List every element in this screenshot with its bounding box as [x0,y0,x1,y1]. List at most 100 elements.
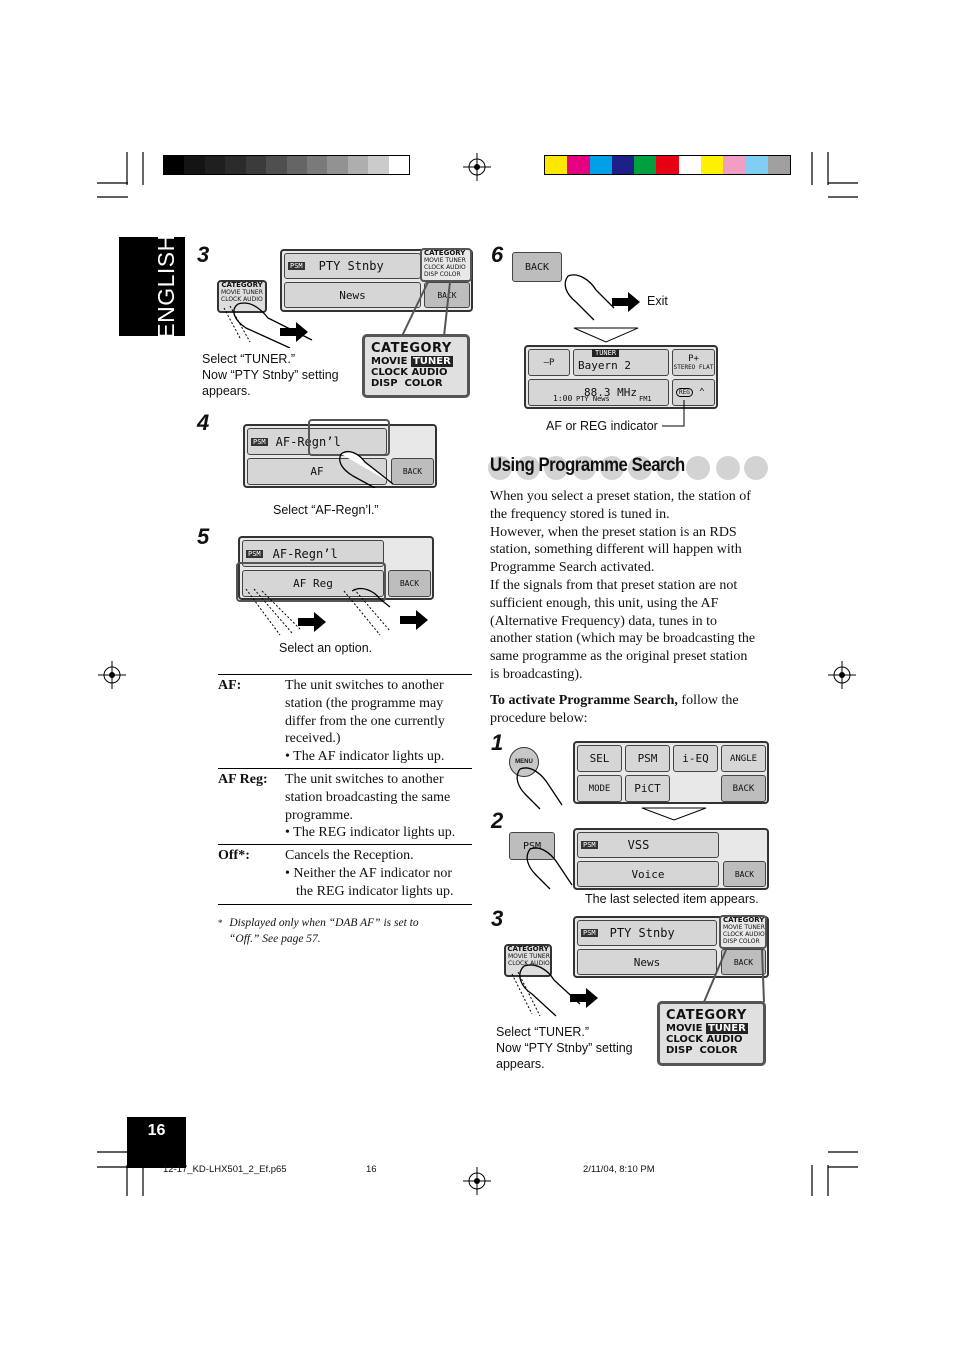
color-swatch [347,156,369,174]
color-swatch [245,156,267,174]
step-caption: Select “TUNER.” Now “PTY Stnby” setting … [202,351,339,399]
menu-key-sel[interactable]: SEL [577,745,622,772]
body-line: sufficient enough, this unit, using the … [490,595,719,611]
color-swatch [767,156,790,174]
zoom-item: MOVIE [371,356,408,367]
category-title: CATEGORY [723,916,765,924]
footer-page: 16 [366,1164,377,1175]
pty-label: PTY News [576,395,610,403]
category-key-small[interactable]: CATEGORY MOVIE TUNER CLOCK AUDIO [504,944,552,977]
category-key-line: MOVIE TUNER [221,289,263,296]
psm-label: PSM [246,549,263,558]
lcd-screen: PSM AF-Regn’l AF Reg BACK [238,536,434,600]
screen-title: PTY Stnby [609,926,675,940]
down-arrow-icon [573,327,639,343]
zoom-lines [703,949,765,1003]
color-swatch [678,156,701,174]
psm-key[interactable]: PSM [509,832,555,860]
option-desc: station broadcasting the same [285,789,451,805]
step-number: 4 [197,410,210,435]
tuner-screen: –P TUNER Bayern 2 P+ STEREO FLAT 88.3 MH… [524,345,718,409]
menu-key-mode[interactable]: MODE [577,775,622,802]
screen-title: VSS [627,838,650,852]
eq-label: STEREO FLAT [673,364,714,371]
sub-key[interactable]: News [577,949,717,975]
option-term: AF Reg: [218,771,268,787]
back-button[interactable]: BACK [721,949,766,975]
preset-down-button[interactable]: –P [528,349,570,376]
back-button[interactable]: BACK [391,458,434,485]
category-key-small[interactable]: CATEGORY MOVIE TUNER CLOCK AUDIO [217,280,267,313]
color-swatch [266,156,287,174]
step-caption: Select “AF-Regn’l.” [273,503,379,517]
zoom-item: CLOCK [371,367,408,378]
body-text: When you select a preset station, the st… [490,488,772,727]
category-title: CATEGORY [424,249,466,257]
option-bullet: The AF indicator lights up. [293,749,445,765]
color-swatch [589,156,612,174]
back-button[interactable]: BACK [721,775,766,802]
back-button[interactable]: BACK [388,570,431,597]
back-button[interactable]: BACK [512,252,562,282]
key-label: i-EQ [682,752,709,765]
menu-button[interactable]: MENU [509,747,539,777]
body-line: If the signals from that preset station … [490,577,738,593]
arrow-right-icon [400,610,428,630]
footnote-text: Displayed only when “DAB AF” is set to [229,917,419,929]
clock: 1:00 [553,394,573,403]
language-tab-label: ENGLISH [152,234,179,339]
body-line: However, when the preset station is an R… [490,524,737,540]
sub-key[interactable]: Voice [577,861,719,887]
psm-label: PSM [581,929,598,937]
category-line: CLOCK AUDIO [723,931,765,938]
gray-scale-bars [163,155,410,175]
key-label: PiCT [634,782,661,795]
back-label: BACK [733,957,754,967]
menu-screen: SEL PSM i-EQ ANGLE MODE PiCT BACK [573,741,769,804]
option-desc: The unit switches to another [285,678,444,693]
option-desc: station (the programme may [285,695,444,711]
band-label: FM1 [639,395,652,403]
finger-icon [223,302,313,348]
zoom-item: DISP [371,378,398,389]
color-swatch [656,156,679,174]
reg-indicator: REG [676,388,693,397]
arrow-right-icon [570,988,598,1008]
title-key[interactable]: PSM PTY Stnby [284,253,421,279]
sub-key[interactable]: News [284,282,421,308]
page-number: 16 [147,1122,166,1139]
menu-key-pict[interactable]: PiCT [625,775,670,802]
body-line: Programme Search activated. [490,560,655,576]
option-bullet: the REG indicator lights up. [296,883,454,899]
preset-up-button[interactable]: P+ STEREO FLAT [672,349,715,376]
back-button[interactable]: BACK [723,861,766,887]
options-table: AF: The unit switches to another station… [218,674,472,905]
sub-key[interactable]: AF Reg [242,570,384,597]
body-line: the frequency stored is tuned in. [490,506,670,522]
color-swatch [225,156,246,174]
title-key[interactable]: PSM PTY Stnby [577,920,717,946]
color-swatch [567,156,590,174]
title-key[interactable]: PSM VSS [577,832,719,858]
menu-key-angle[interactable]: ANGLE [721,745,766,772]
highlight-box: CATEGORY MOVIE TUNER CLOCK AUDIO DISP CO… [420,248,472,282]
color-swatch [723,156,746,174]
option-term: AF: [218,678,242,693]
highlight-box: CATEGORY MOVIE TUNER CLOCK AUDIO DISP CO… [719,915,767,949]
arrow-right-icon [298,612,326,632]
exit-label: Exit [647,294,668,308]
menu-key-psm[interactable]: PSM [625,745,670,772]
finger-icon [564,274,615,321]
zoom-item: COLOR [404,378,443,389]
menu-key-ieq[interactable]: i-EQ [673,745,718,772]
category-key-title: CATEGORY [221,281,263,289]
back-label: BACK [402,467,423,476]
back-label: BACK [399,579,420,588]
screen-sub: AF Reg [293,577,333,590]
body-line: (Alternative Frequency) data, tunes in t… [490,613,718,629]
category-zoom: CATEGORY MOVIE TUNER CLOCK AUDIO DISP CO… [657,1001,766,1066]
zoom-item: CLOCK [666,1034,703,1045]
key-label: BACK [732,783,755,794]
footer-filename: 12-17_KD-LHX501_2_Ef.p65 [163,1164,287,1175]
